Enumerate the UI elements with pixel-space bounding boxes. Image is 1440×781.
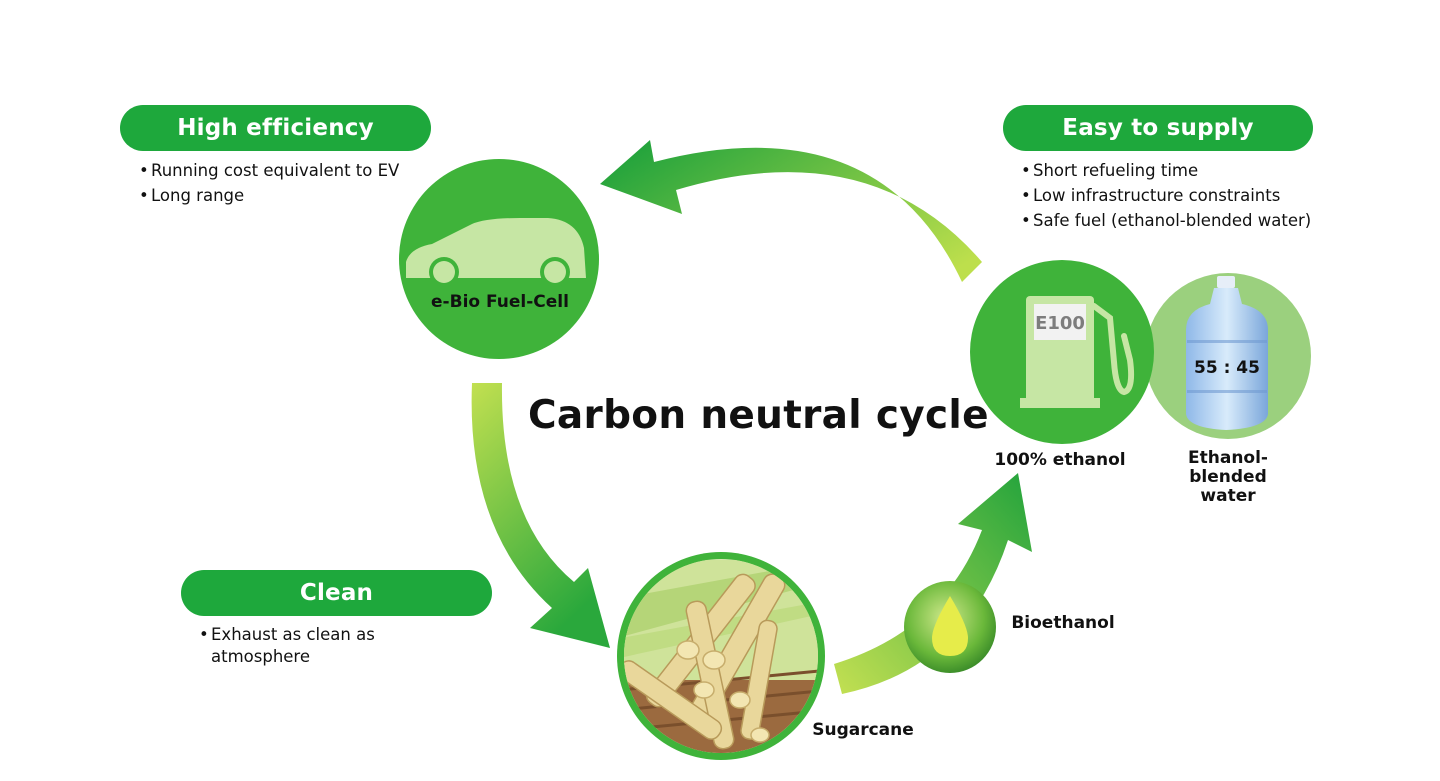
- high-efficiency-heading: High efficiency: [120, 105, 431, 151]
- arrow-fuel-cell-to-sugarcane: [471, 383, 610, 648]
- ethanol-node: [970, 260, 1154, 444]
- list-item: Short refueling time: [1021, 158, 1311, 183]
- ethanol-label: 100% ethanol: [994, 450, 1126, 470]
- arrow-sugarcane-to-ethanol: [834, 473, 1032, 694]
- list-item: Safe fuel (ethanol-blended water): [1021, 208, 1311, 233]
- car-icon: [406, 218, 586, 287]
- list-item: Long range: [139, 183, 399, 208]
- list-item: Exhaust as clean as atmosphere: [199, 624, 399, 668]
- arrow-ethanol-to-fuel-cell: [600, 140, 982, 282]
- clean-heading: Clean: [181, 570, 492, 616]
- water-ratio: 55 : 45: [1194, 358, 1260, 378]
- high-efficiency-list: Running cost equivalent to EV Long range: [139, 158, 399, 208]
- clean-list: Exhaust as clean as atmosphere: [199, 624, 399, 668]
- fuel-cell-label: e-Bio Fuel-Cell: [431, 292, 569, 312]
- sugarcane-image: [617, 552, 825, 760]
- list-item: Running cost equivalent to EV: [139, 158, 399, 183]
- fuel-cell-node: [399, 159, 599, 359]
- easy-to-supply-heading: Easy to supply: [1003, 105, 1313, 151]
- water-jug-icon: [1186, 276, 1268, 430]
- fuel-pump-icon: [1020, 296, 1135, 408]
- easy-to-supply-list: Short refueling time Low infrastructure …: [1021, 158, 1311, 233]
- oil-drop-icon: [932, 596, 968, 656]
- page-title: Carbon neutral cycle: [528, 393, 989, 438]
- list-item: Low infrastructure constraints: [1021, 183, 1311, 208]
- bioethanol-node: [904, 581, 996, 673]
- bioethanol-label: Bioethanol: [1011, 613, 1115, 633]
- water-label: Ethanol-blended water: [1188, 448, 1268, 506]
- water-node: [1145, 273, 1311, 439]
- pump-label: E100: [1035, 313, 1085, 334]
- sugarcane-label: Sugarcane: [812, 720, 914, 740]
